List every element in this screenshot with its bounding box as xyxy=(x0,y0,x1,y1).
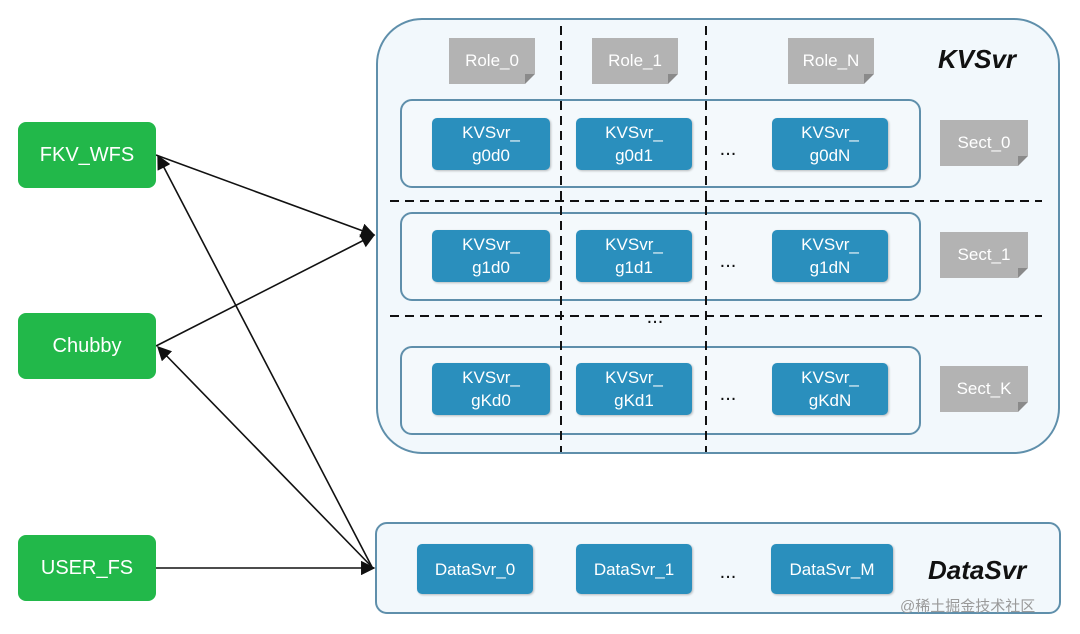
node-label: g0d1 xyxy=(615,146,653,165)
node-label: DataSvr_1 xyxy=(593,559,675,579)
kvsvr-node[interactable]: KVSvr_ gKd0 xyxy=(432,363,550,415)
node-label: gKd0 xyxy=(471,391,511,410)
node-label: KVSvr_ xyxy=(801,235,859,254)
arrow-datasvr-to-chubby xyxy=(156,345,373,568)
node-label: g1d1 xyxy=(615,258,653,277)
node-label: g1dN xyxy=(809,258,851,277)
node-label: KVSvr_ xyxy=(801,123,859,142)
node-label: g0dN xyxy=(809,146,851,165)
node-label: KVSvr_ xyxy=(801,368,859,387)
node-ellipsis: ... xyxy=(719,561,737,583)
client-fkv-wfs[interactable]: FKV_WFS xyxy=(18,122,156,188)
role-label: Role_1 xyxy=(608,51,662,70)
watermark: @稀土掘金技术社区 xyxy=(900,598,1036,615)
node-label: DataSvr_M xyxy=(789,559,875,579)
node-label: gKdN xyxy=(808,391,852,410)
node-label: KVSvr_ xyxy=(462,235,520,254)
arrow-datasvr-to-fkv xyxy=(157,154,373,568)
node-ellipsis: ... xyxy=(719,250,737,272)
kvsvr-node[interactable]: KVSvr_ g0d0 xyxy=(432,118,550,170)
kvsvr-node[interactable]: KVSvr_ g1dN xyxy=(772,230,888,282)
node-label: KVSvr_ xyxy=(605,368,663,387)
kvsvr-node[interactable]: KVSvr_ g1d1 xyxy=(576,230,692,282)
node-label: KVSvr_ xyxy=(605,235,663,254)
kvsvr-node[interactable]: KVSvr_ g0d1 xyxy=(576,118,692,170)
role-label: Role_N xyxy=(802,51,860,70)
kvsvr-title: KVSvr xyxy=(938,44,1017,74)
section-ellipsis: ... xyxy=(646,306,664,328)
datasvr-node[interactable]: DataSvr_M xyxy=(771,544,893,594)
arrow-fkv-to-kvsvr xyxy=(155,154,376,238)
section-tag-1: Sect_1 xyxy=(940,232,1028,278)
datasvr-node[interactable]: DataSvr_0 xyxy=(417,544,533,594)
role-tag-1: Role_1 xyxy=(592,38,678,84)
node-ellipsis: ... xyxy=(719,138,737,160)
node-label: KVSvr_ xyxy=(462,123,520,142)
client-user-fs[interactable]: USER_FS xyxy=(18,535,156,601)
section-label: Sect_0 xyxy=(957,133,1011,152)
kvsvr-node[interactable]: KVSvr_ gKd1 xyxy=(576,363,692,415)
node-label: gKd1 xyxy=(614,391,654,410)
section-tag-k: Sect_K xyxy=(940,366,1028,412)
arrow-chubby-to-kvsvr xyxy=(155,234,376,347)
node-label: KVSvr_ xyxy=(605,123,663,142)
datasvr-node[interactable]: DataSvr_1 xyxy=(576,544,692,594)
kvsvr-node[interactable]: KVSvr_ gKdN xyxy=(772,363,888,415)
client-label: Chubby xyxy=(52,334,122,357)
node-label: KVSvr_ xyxy=(462,368,520,387)
role-tag-n: Role_N xyxy=(788,38,874,84)
kvsvr-node[interactable]: KVSvr_ g1d0 xyxy=(432,230,550,282)
client-label: USER_FS xyxy=(40,556,134,579)
kvsvr-node[interactable]: KVSvr_ g0dN xyxy=(772,118,888,170)
node-label: g1d0 xyxy=(472,258,510,277)
node-label: DataSvr_0 xyxy=(434,559,516,579)
node-ellipsis: ... xyxy=(719,383,737,405)
datasvr-title: DataSvr xyxy=(928,555,1027,585)
section-tag-0: Sect_0 xyxy=(940,120,1028,166)
client-chubby[interactable]: Chubby xyxy=(18,313,156,379)
section-label: Sect_1 xyxy=(957,245,1011,264)
role-label: Role_0 xyxy=(465,51,519,70)
section-label: Sect_K xyxy=(956,379,1012,398)
node-label: g0d0 xyxy=(472,146,510,165)
client-label: FKV_WFS xyxy=(39,143,135,166)
role-tag-0: Role_0 xyxy=(449,38,535,84)
